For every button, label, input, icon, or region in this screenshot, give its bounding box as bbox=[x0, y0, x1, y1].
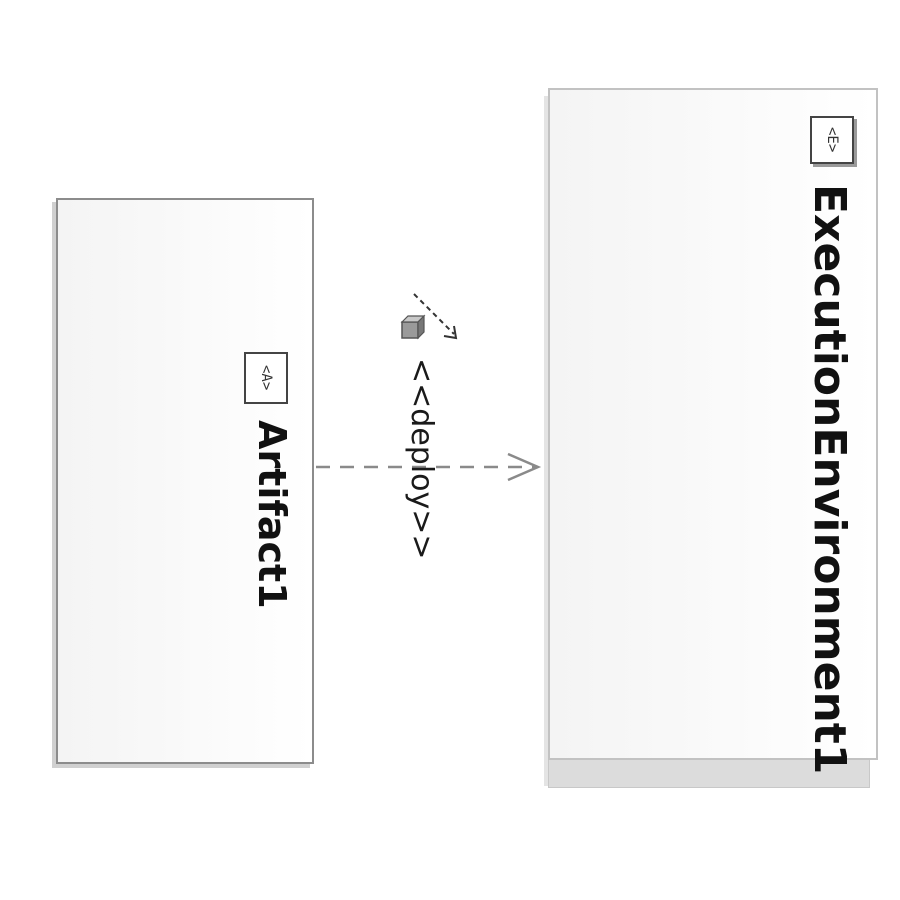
execution-environment-node[interactable] bbox=[548, 88, 878, 760]
artifact-icon-label: <A> bbox=[258, 365, 274, 391]
execution-environment-bottom-face bbox=[548, 758, 870, 788]
deploy-arrowhead bbox=[507, 452, 542, 482]
artifact-icon: <A> bbox=[244, 352, 288, 404]
deployment-icon bbox=[400, 293, 458, 340]
artifact-node[interactable] bbox=[56, 198, 314, 764]
execution-environment-name-label: ExecutionEnvironment1 bbox=[804, 184, 855, 775]
execution-environment-icon: <E> bbox=[810, 116, 854, 164]
execution-environment-side-face bbox=[544, 96, 550, 786]
deploy-stereotype-label: <<deploy>> bbox=[404, 358, 439, 560]
artifact-name-label: Artifact1 bbox=[250, 420, 294, 609]
execution-environment-icon-label: <E> bbox=[824, 127, 840, 153]
